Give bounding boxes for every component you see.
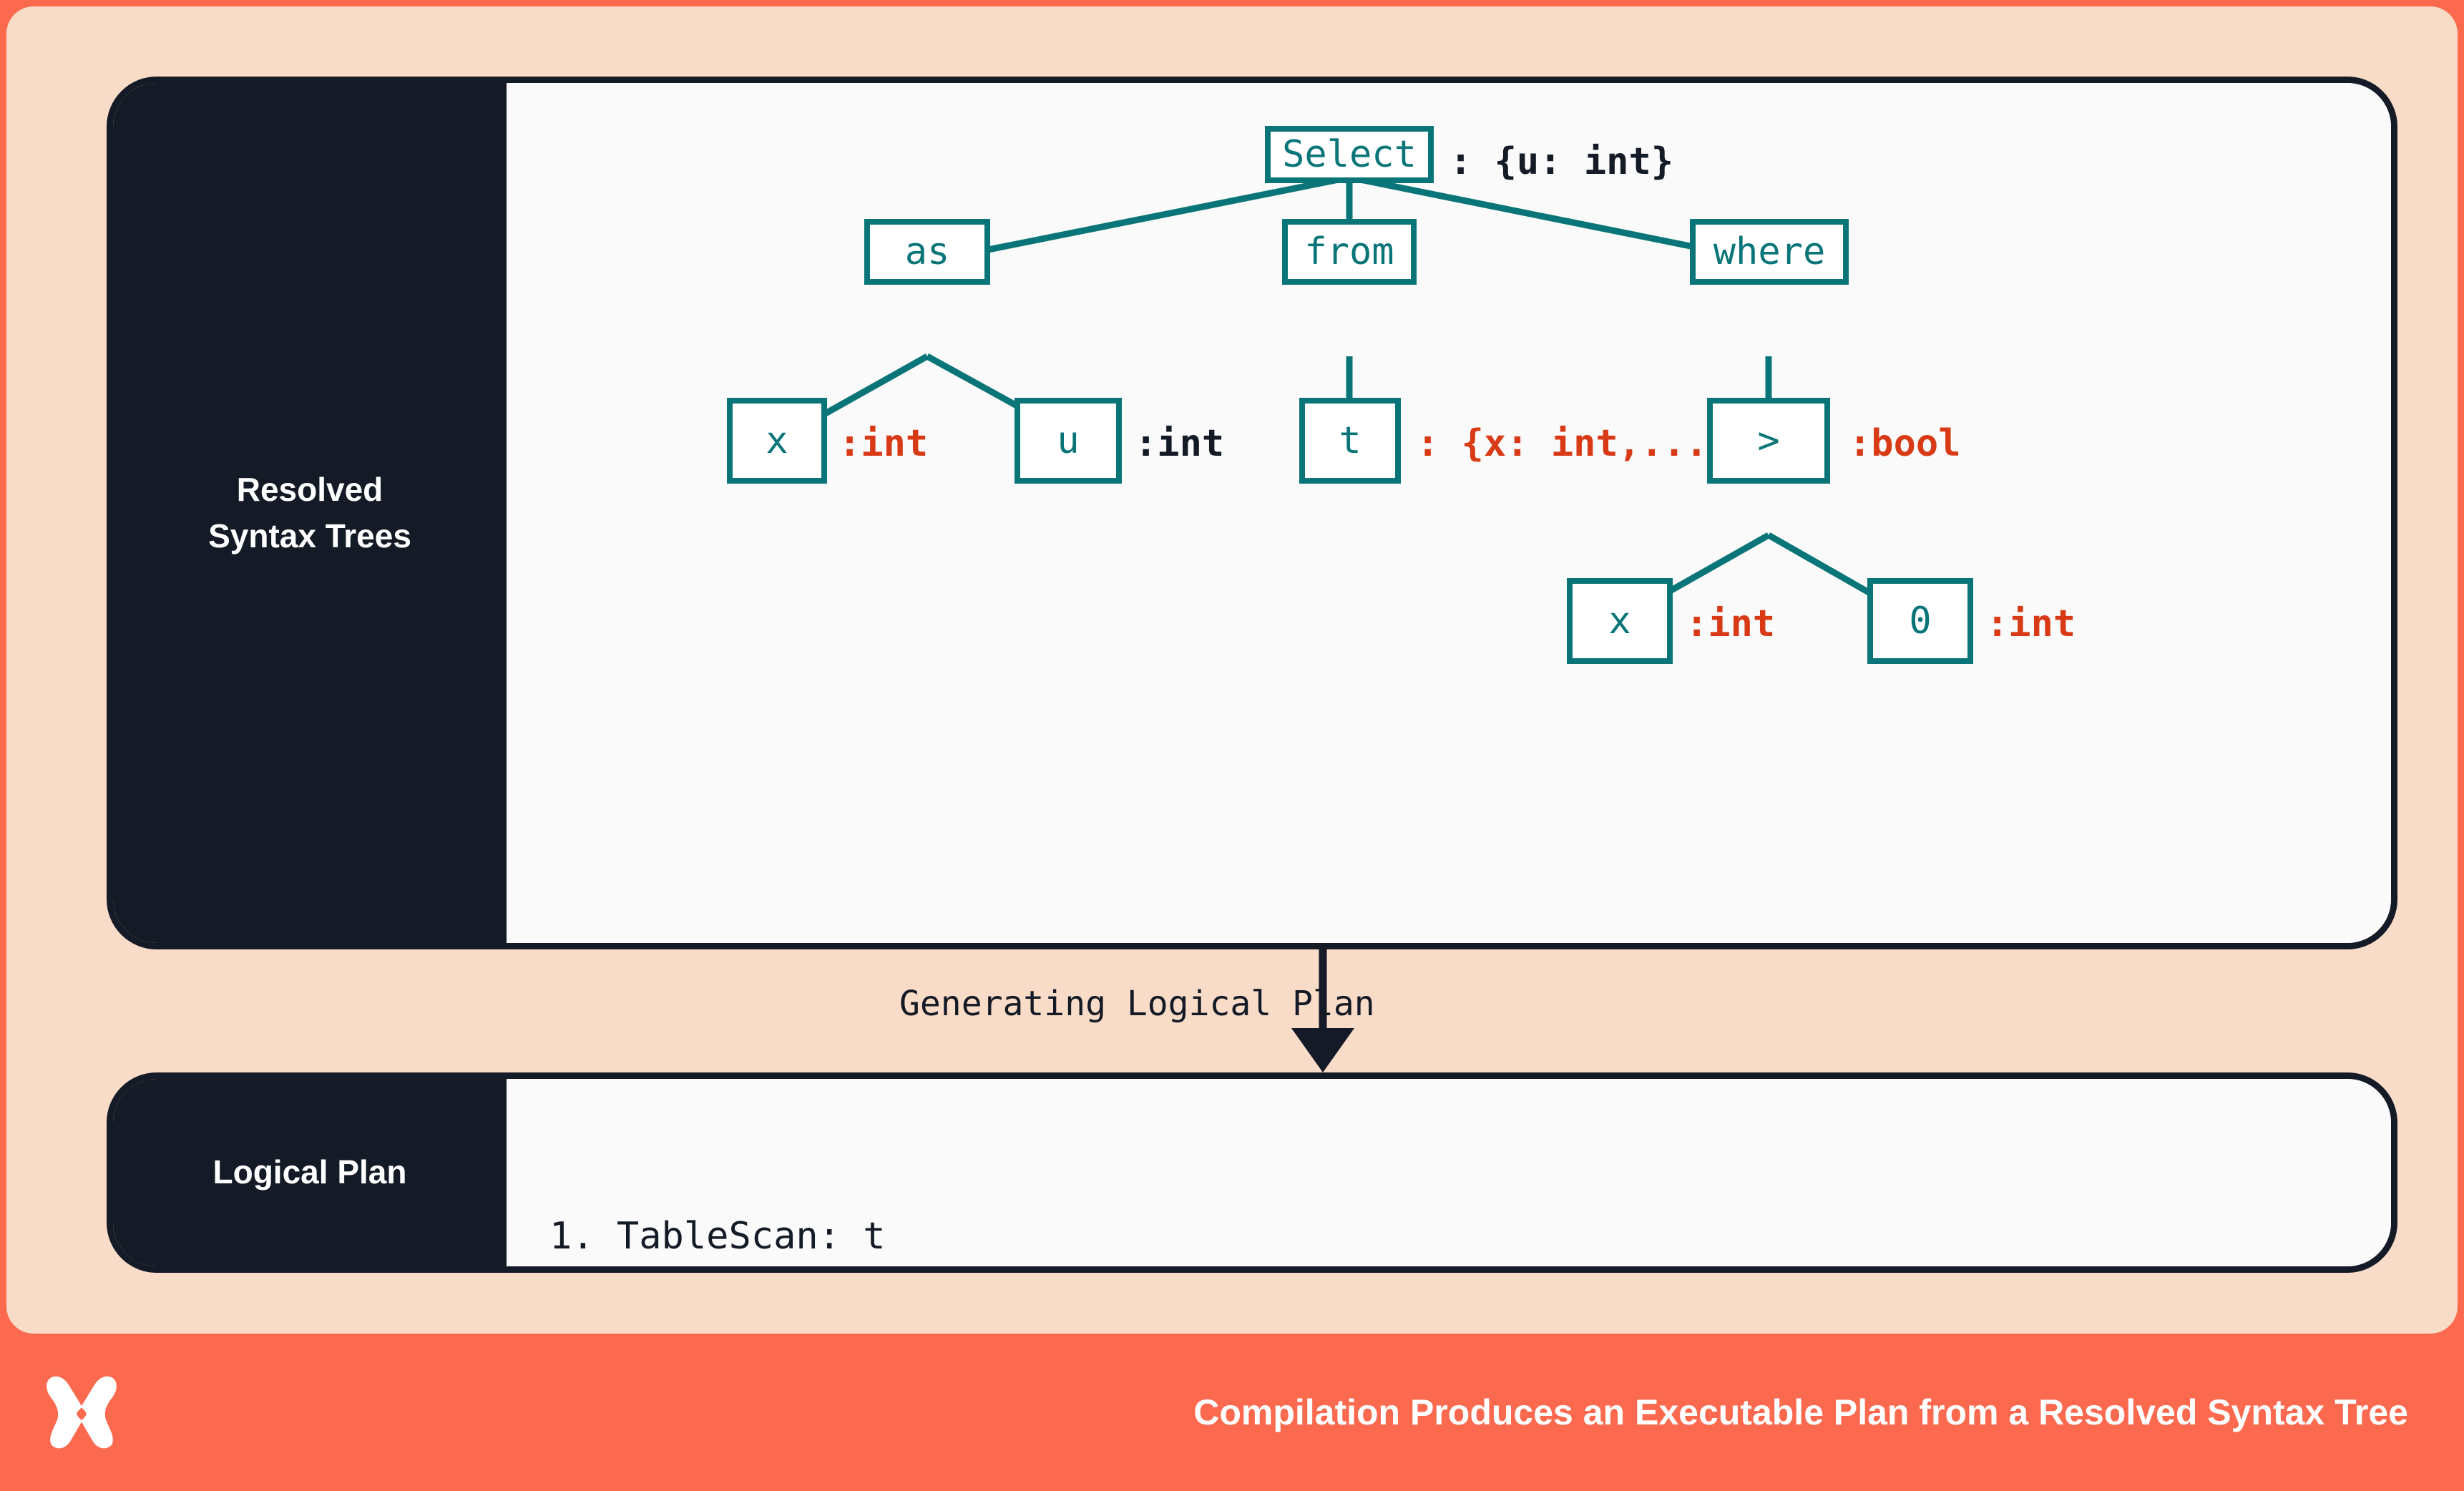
resolved-syntax-trees-section: Resolved Syntax Trees (107, 77, 2397, 949)
footer-caption: Compilation Produces an Executable Plan … (1193, 1392, 2408, 1432)
footer-banner: Compilation Produces an Executable Plan … (0, 1334, 2464, 1491)
tree-node-as[interactable]: as (864, 219, 990, 285)
logical-plan-section: Logical Plan 1. TableScan: t 2. Filter: … (107, 1072, 2397, 1273)
logical-plan-label: Logical Plan (113, 1079, 507, 1266)
tree-node-as-u-label: u (1057, 419, 1080, 462)
logical-plan-body: 1. TableScan: t 2. Filter: t.x > 0 3. Pr… (507, 1079, 2391, 1266)
butterfly-x-logo-icon (47, 1376, 117, 1449)
tree-node-as-u[interactable]: u (1015, 398, 1122, 484)
tree-node-from-t[interactable]: t (1299, 398, 1401, 484)
generating-logical-plan-connector: Generating Logical Plan (107, 949, 2397, 1072)
tree-node-gt-x-label: x (1608, 600, 1631, 642)
syntax-tree-body: Select : {u: int} as from where (507, 83, 2391, 943)
tree-node-from-label: from (1304, 230, 1394, 273)
annotation-from-t-type: : {x: int,...} (1417, 422, 1731, 465)
syntax-tree-canvas: Select : {u: int} as from where (507, 83, 2391, 943)
tree-node-as-x-label: x (766, 419, 788, 462)
tree-node-gt-x[interactable]: x (1567, 578, 1673, 664)
resolved-syntax-trees-label: Resolved Syntax Trees (113, 83, 507, 943)
tree-node-greater-than[interactable]: > (1707, 398, 1830, 484)
logical-plan-steps: 1. TableScan: t 2. Filter: t.x > 0 3. Pr… (549, 1099, 1065, 1266)
tree-node-from[interactable]: from (1282, 219, 1417, 285)
annotation-as-x-type: :int (839, 422, 929, 465)
tree-node-where[interactable]: where (1690, 219, 1849, 285)
connector-arrow (1291, 949, 1354, 1072)
annotation-as-u-type: :int (1135, 422, 1225, 465)
connector-label: Generating Logical Plan (899, 984, 1375, 1024)
annotation-greater-than-type: :bool (1849, 422, 1961, 465)
annotation-gt-x-type: :int (1686, 602, 1776, 645)
tree-node-gt-zero-label: 0 (1909, 600, 1932, 642)
tree-node-select-label: Select (1282, 133, 1417, 176)
tree-node-where-label: where (1713, 230, 1826, 273)
logical-plan-step: 1. TableScan: t (549, 1214, 886, 1258)
annotation-gt-zero-type: :int (1986, 602, 2076, 645)
tree-edges (775, 174, 1921, 624)
tree-node-as-x[interactable]: x (727, 398, 827, 484)
annotation-select-type: : {u: int} (1449, 140, 1674, 183)
tree-node-from-t-label: t (1339, 419, 1361, 462)
diagram-canvas: Resolved Syntax Trees (6, 6, 2458, 1334)
tree-node-gt-zero[interactable]: 0 (1867, 578, 1973, 664)
tree-node-greater-than-label: > (1757, 419, 1780, 462)
tree-node-select[interactable]: Select (1265, 126, 1434, 183)
tree-node-as-label: as (904, 230, 950, 273)
